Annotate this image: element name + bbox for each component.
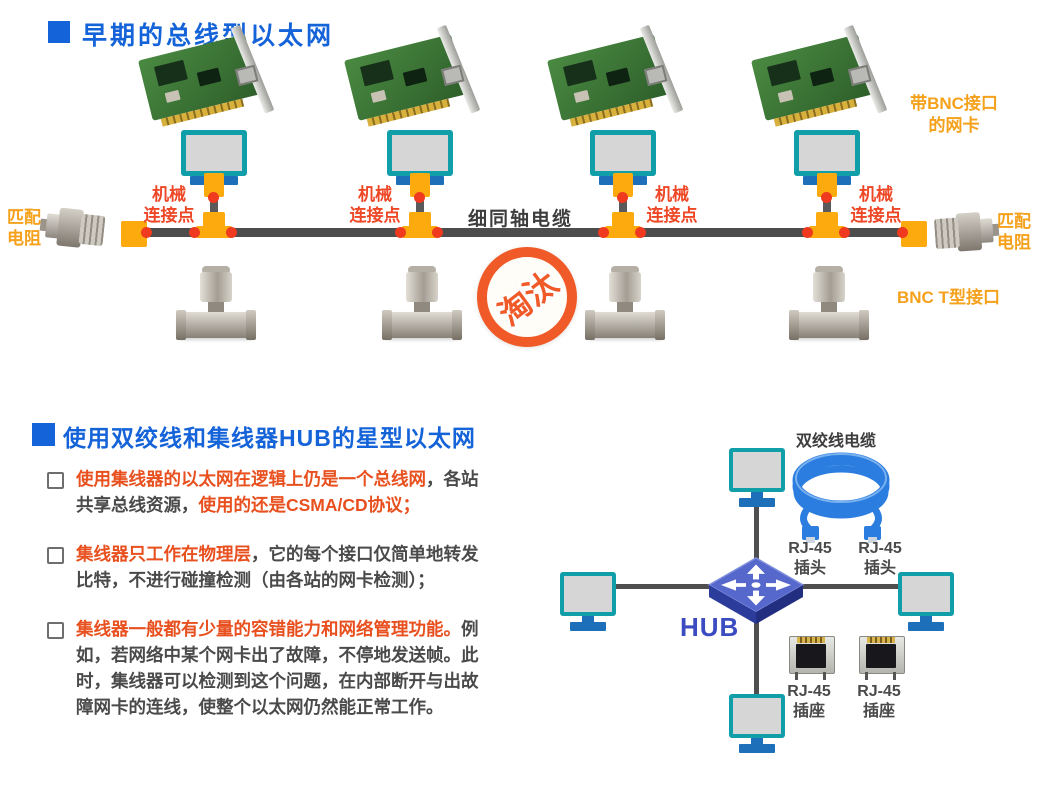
computer-monitor [387,130,453,176]
network-card-image [136,24,285,142]
connection-dot [141,227,152,238]
bullet-item: 集线器只工作在物理层，它的每个接口仅简单地转发比特，不进行碰撞检测（由各站的网卡… [76,544,479,590]
bnc-t-connector-image [176,266,256,360]
connection-dot [598,227,609,238]
obsolete-stamp: 淘汰 [477,247,577,347]
matching-resistor-label-right: 匹配 电阻 [997,212,1031,252]
hub-label: HUB [680,612,740,642]
matching-resistor-label-left: 匹配 电阻 [7,208,41,248]
rj45-plug-label: RJ-45 插头 [788,540,832,577]
bnc-drop-connector [410,173,430,197]
connection-dot [635,227,646,238]
rj45-socket-image [853,626,909,680]
connection-dot [839,227,850,238]
checkbox-icon [47,547,64,564]
computer-monitor [729,448,785,508]
connection-dot [226,227,237,238]
network-card-image [342,24,491,142]
drop-cable-segment [619,198,627,216]
bus-station: 机械 连接点 [546,24,703,370]
connection-dot [414,192,425,203]
computer-monitor [181,130,247,176]
title-bullet-square [48,21,70,43]
computer-monitor [729,694,785,754]
connection-dot [821,192,832,203]
drop-cable-segment [210,198,218,216]
connection-dot [802,227,813,238]
bus-station: 机械 连接点 [137,24,294,370]
bnc-t-connector-image [789,266,869,360]
checkbox-icon [47,622,64,639]
coax-cable-label: 细同轴电缆 [468,209,574,230]
checkbox-icon [47,472,64,489]
bnc-drop-connector [613,173,633,197]
rj45-socket-image [783,626,839,680]
hub-device-icon [707,557,805,624]
title-bullet-square [32,423,55,446]
bnc-t-connector-image [382,266,462,360]
rj45-socket-label: RJ-45 插座 [787,683,831,720]
computer-monitor [590,130,656,176]
bnc-t-connector-image [585,266,665,360]
rj45-plug-label: RJ-45 插头 [858,540,902,577]
drop-cable-segment [823,198,831,216]
mechanical-connection-label: 机械 连接点 [850,185,902,225]
mechanical-connection-label: 机械 连接点 [349,185,401,225]
ethernet-link-line [754,502,759,560]
twisted-pair-cable-label: 双绞线电缆 [796,433,877,450]
network-card-image [749,24,898,142]
mechanical-connection-label: 机械 连接点 [143,185,195,225]
bnc-terminator-image [37,197,109,262]
twisted-pair-cable-image [792,452,890,543]
computer-monitor [560,572,616,632]
t-connector [402,226,438,238]
ethernet-link-line [754,616,759,696]
connection-dot [432,227,443,238]
mechanical-connection-label: 机械 连接点 [646,185,698,225]
computer-monitor [898,572,954,632]
network-card-image [545,24,694,142]
bullet-item: 使用集线器的以太网在逻辑上仍是一个总线网，各站共享总线资源，使用的还是CSMA/… [76,469,479,515]
rj45-socket-label: RJ-45 插座 [857,683,901,720]
bus-station: 机械 连接点 [343,24,500,370]
coax-bus-cable-line [146,228,902,237]
t-connector [809,226,845,238]
connection-dot [617,192,628,203]
t-connector [605,226,641,238]
star-section-title: 使用双绞线和集线器HUB的星型以太网 [63,425,476,451]
bullet-item: 集线器一般都有少量的容错能力和网络管理功能。例如，若网络中某个网卡出了故障，不停… [76,619,479,717]
ethernet-link-line [798,584,902,589]
bnc-terminator-image [931,202,1001,264]
computer-monitor [794,130,860,176]
bnc-nic-label: 带BNC接口 的网卡 [910,94,998,135]
bnc-t-label: BNC T型接口 [897,288,1000,307]
bnc-drop-connector [204,173,224,197]
connection-dot [395,227,406,238]
connection-dot [189,227,200,238]
connection-dot [897,227,908,238]
t-connector [196,226,232,238]
ethernet-link-line [612,584,712,589]
drop-cable-segment [416,198,424,216]
bnc-drop-connector [817,173,837,197]
bus-station: 机械 连接点 [750,24,907,370]
connection-dot [208,192,219,203]
